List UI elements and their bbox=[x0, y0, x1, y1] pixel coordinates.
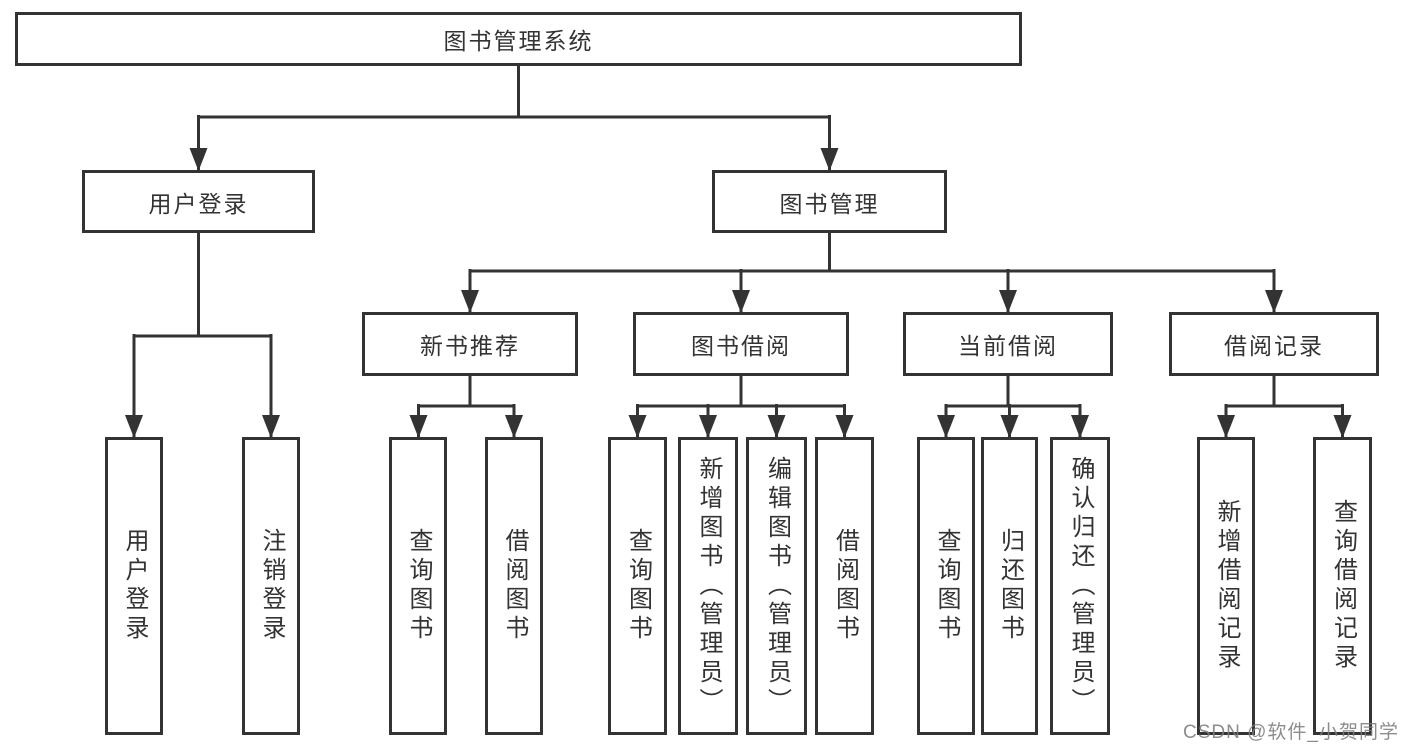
leaf-return-book: 归还图书 bbox=[981, 437, 1038, 735]
leaf-query-borrow-record: 查询借阅记录 bbox=[1313, 437, 1372, 735]
leaf-query-book-3: 查询图书 bbox=[917, 437, 975, 735]
leaf-edit-book-admin: 编辑图书（管理员） bbox=[746, 437, 807, 735]
leaf-label: 查询图书 bbox=[933, 528, 960, 644]
leaf-label: 新增借阅记录 bbox=[1213, 499, 1240, 673]
node-label: 图书借阅 bbox=[691, 333, 791, 359]
leaf-label: 查询借阅记录 bbox=[1329, 499, 1357, 673]
leaf-borrow-book-2: 借阅图书 bbox=[815, 437, 874, 735]
leaf-label: 借阅图书 bbox=[501, 528, 528, 644]
node-current-borrowing: 当前借阅 bbox=[903, 312, 1113, 376]
node-label: 图书管理系统 bbox=[443, 28, 594, 54]
node-book-management: 图书管理 bbox=[712, 170, 947, 233]
node-label: 图书管理 bbox=[779, 190, 880, 217]
leaf-query-book: 查询图书 bbox=[389, 437, 447, 735]
leaf-borrow-book: 借阅图书 bbox=[485, 437, 543, 735]
node-label: 用户登录 bbox=[148, 190, 249, 217]
leaf-label: 编辑图书（管理员） bbox=[763, 455, 791, 717]
node-borrowing-records: 借阅记录 bbox=[1169, 312, 1379, 376]
node-label: 新书推荐 bbox=[420, 333, 520, 359]
node-library-management-system: 图书管理系统 bbox=[15, 12, 1022, 66]
leaf-label: 确认归还（管理员） bbox=[1067, 455, 1094, 717]
csdn-watermark: CSDN @软件_小贺同学 bbox=[1183, 722, 1399, 743]
node-user-login: 用户登录 bbox=[82, 170, 315, 233]
leaf-add-book-admin: 新增图书（管理员） bbox=[678, 437, 738, 735]
leaf-label: 注销登录 bbox=[258, 528, 285, 644]
leaf-query-book-2: 查询图书 bbox=[608, 437, 667, 735]
leaf-label: 归还图书 bbox=[996, 528, 1024, 644]
leaf-logout: 注销登录 bbox=[242, 437, 300, 735]
leaf-label: 借阅图书 bbox=[831, 528, 859, 644]
leaf-add-borrow-record: 新增借阅记录 bbox=[1197, 437, 1255, 735]
leaf-user-login: 用户登录 bbox=[105, 437, 163, 735]
leaf-confirm-return-admin: 确认归还（管理员） bbox=[1050, 437, 1110, 735]
leaf-label: 查询图书 bbox=[405, 528, 432, 644]
node-label: 借阅记录 bbox=[1224, 333, 1324, 359]
leaf-label: 查询图书 bbox=[624, 528, 652, 644]
leaf-label: 用户登录 bbox=[121, 528, 148, 644]
node-new-book-recommendation: 新书推荐 bbox=[362, 312, 578, 376]
leaf-label: 新增图书（管理员） bbox=[695, 455, 722, 717]
node-label: 当前借阅 bbox=[958, 333, 1058, 359]
node-book-borrowing: 图书借阅 bbox=[633, 312, 849, 376]
